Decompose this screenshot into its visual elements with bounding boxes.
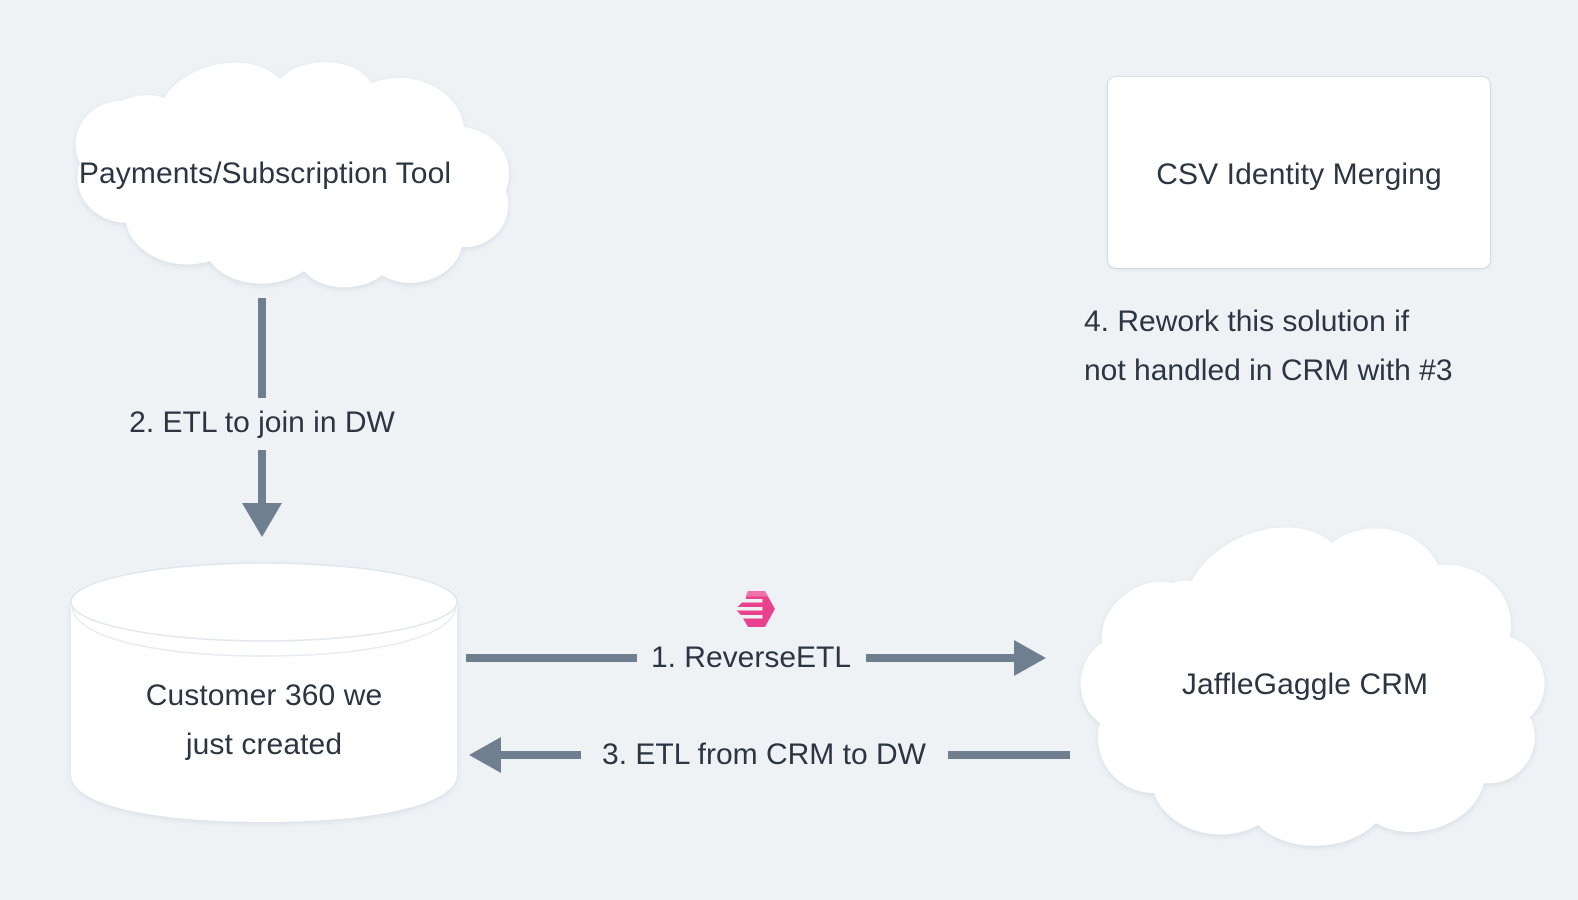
annotation-rework-note: 4. Rework this solution if not handled i… [1084,305,1453,387]
edge-label-reverse-etl: 1. ReverseETL [642,640,860,676]
cloud-shape [75,62,509,288]
hightouch-logo-icon [735,589,779,629]
node-csv-identity-merging-label: CSV Identity Merging [1156,158,1442,191]
edge-label-etl-join-dw: 2. ETL to join in DW [121,405,403,441]
cylinder-top [70,562,458,642]
node-jafflegaggle-crm[interactable] [1060,523,1550,847]
edge-label-etl-crm-to-dw: 3. ETL from CRM to DW [594,737,934,773]
node-customer-360-warehouse[interactable] [68,560,460,822]
cylinder-rim [71,607,457,657]
node-csv-identity-merging[interactable]: CSV Identity Merging [1108,77,1490,268]
cylinder-body [71,602,457,822]
node-payments-subscription-tool[interactable] [14,57,516,288]
cloud-shape [1080,527,1545,846]
